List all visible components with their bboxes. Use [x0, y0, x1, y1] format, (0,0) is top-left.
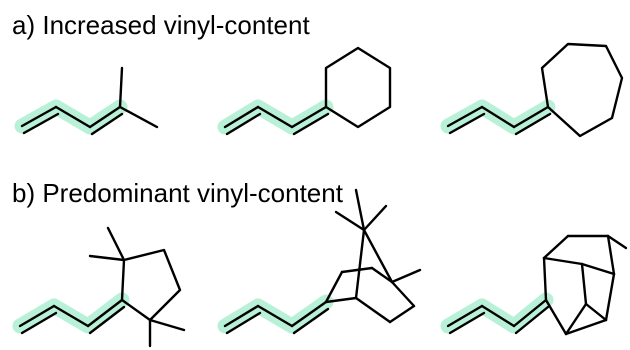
molecule-b1: [12, 226, 186, 348]
bonds-b2: [223, 188, 422, 335]
molecule-a2: [217, 46, 392, 136]
section-b-label: b) Predominant vinyl-content: [12, 178, 343, 208]
bonds-a3: [446, 42, 624, 138]
molecule-a1: [14, 66, 159, 136]
molecule-b3: [440, 234, 628, 336]
molecule-a3: [440, 42, 624, 138]
cycloheptane-ring: [540, 42, 624, 138]
bonds-b3: [446, 234, 628, 336]
section-a-label: a) Increased vinyl-content: [12, 10, 310, 40]
molecule-b2: [217, 188, 422, 335]
bonds-a2: [223, 46, 392, 136]
bonds-a1: [20, 66, 159, 136]
cyclopentane-ring: [120, 248, 182, 322]
bonds-b1: [18, 226, 186, 348]
cyclohexane-ring: [324, 46, 392, 129]
